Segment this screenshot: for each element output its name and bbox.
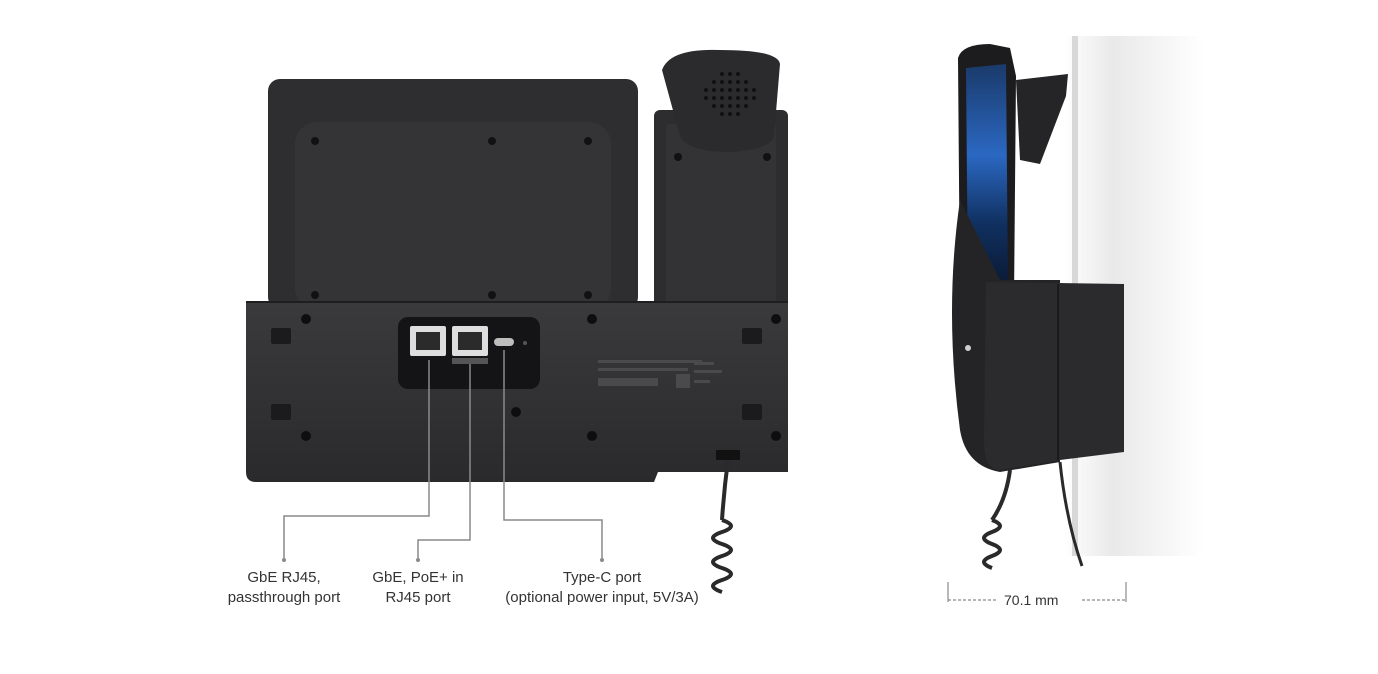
callout-passthrough-line1: GbE RJ45, <box>247 569 321 586</box>
callout-passthrough-port: GbE RJ45, passthrough port <box>200 568 368 608</box>
callout-typec-line2: (optional power input, 5V/3A) <box>505 589 699 606</box>
coiled-cord-front <box>711 459 733 594</box>
display-back-panel <box>268 79 638 310</box>
base-unit <box>246 301 788 482</box>
handset <box>662 49 780 153</box>
type-c-port <box>494 338 514 346</box>
side-view-illustration <box>947 36 1204 602</box>
callout-poe-line2: RJ45 port <box>385 589 451 606</box>
leader-lines <box>283 350 603 558</box>
handset-cradle <box>654 110 788 310</box>
depth-dimension-label: 70.1 mm <box>1004 592 1059 608</box>
callout-type-c-port: Type-C port (optional power input, 5V/3A… <box>486 568 718 608</box>
callout-poe-line1: GbE, PoE+ in <box>372 569 464 586</box>
callout-passthrough-line2: passthrough port <box>227 589 341 606</box>
dimension-line <box>947 582 1127 602</box>
callout-typec-line1: Type-C port <box>562 569 642 586</box>
callout-poe-port: GbE, PoE+ in RJ45 port <box>350 568 486 608</box>
rj45-port-poe <box>452 326 488 356</box>
rj45-port-passthrough <box>410 326 446 356</box>
